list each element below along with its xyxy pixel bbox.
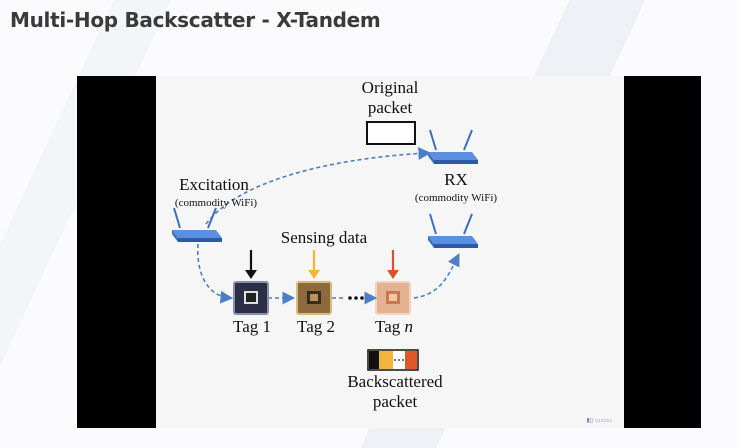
- sensing-arrow-tagn: [387, 250, 399, 279]
- slide-title: Multi-Hop Backscatter - X-Tandem: [10, 8, 381, 32]
- sensing-data-label: Sensing data: [280, 228, 368, 247]
- excitation-sublabel: (commodity WiFi): [174, 197, 258, 209]
- rx-router-top-icon: [428, 129, 478, 164]
- watermark: ▮▯ ▭▭▭: [586, 417, 612, 424]
- backscattered-packet-icon: [367, 349, 419, 371]
- tag1-label: Tag 1: [233, 317, 271, 336]
- ellipsis-dots: [348, 291, 378, 305]
- rx-sublabel: (commodity WiFi): [414, 192, 498, 204]
- backscattered-packet-label: Backscattered packet: [347, 372, 443, 411]
- original-packet-label: Original packet: [361, 78, 419, 117]
- tagn-index: n: [404, 317, 414, 336]
- tag2-chip-icon: [296, 281, 332, 315]
- excitation-to-tag1-line: [196, 243, 234, 304]
- excitation-label: Excitation: [179, 175, 249, 194]
- tag2-label: Tag 2: [297, 317, 335, 336]
- rx-label: RX: [444, 170, 468, 189]
- tagn-label: Tag n: [364, 317, 424, 337]
- sensing-arrow-tag1: [245, 250, 257, 279]
- original-packet-box: [366, 121, 416, 145]
- excitation-router-icon: [172, 207, 222, 242]
- sensing-arrow-tag2: [308, 250, 320, 279]
- tagn-chip-icon: [375, 281, 411, 315]
- diagram-svg: [172, 121, 478, 371]
- tag1-chip-icon: [233, 281, 269, 315]
- rx-router-bottom-icon: [428, 213, 478, 248]
- excitation-to-rx-arc: [205, 147, 432, 225]
- tagn-to-rx-line: [413, 253, 460, 299]
- tagn-text: Tag n: [375, 317, 413, 336]
